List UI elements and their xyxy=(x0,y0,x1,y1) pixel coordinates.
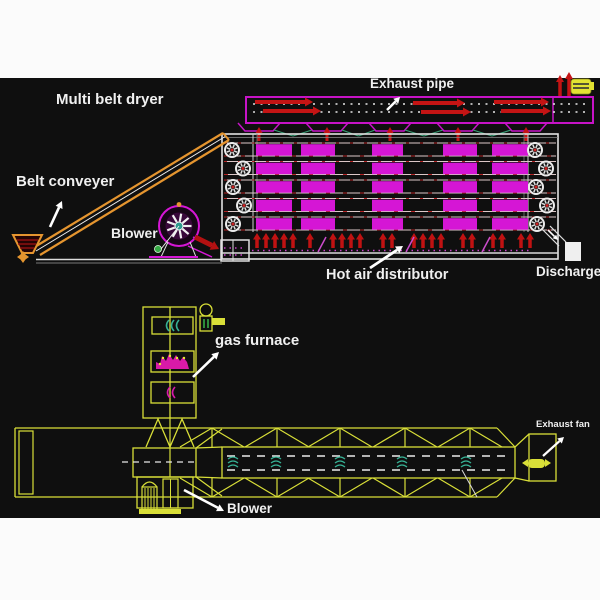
exhaust-pipe-arrow xyxy=(386,97,400,111)
belt-conveyor xyxy=(32,132,230,264)
gas-furnace-arrow xyxy=(192,352,219,378)
belt-conveyer-label: Belt conveyer xyxy=(16,173,115,190)
pipe-connectors xyxy=(237,122,548,141)
blower-top xyxy=(149,202,219,258)
gas-furnace xyxy=(142,306,197,419)
exhaust-pipe-label: Exhaust pipe xyxy=(370,76,455,91)
blower-bottom-arrow xyxy=(183,488,224,512)
belt-pulleys xyxy=(224,142,555,232)
belt-rows xyxy=(224,142,556,231)
blower-inlet-box xyxy=(220,239,250,262)
discharge-label: Discharge xyxy=(536,264,600,279)
hot-air-distributor xyxy=(252,233,534,253)
exhaust-motor-icon xyxy=(570,78,594,95)
hot-air-distributor-label: Hot air distributor xyxy=(326,267,449,283)
feed-hopper xyxy=(11,234,44,263)
exhaust-pipe xyxy=(245,72,594,124)
blower-bottom-assembly xyxy=(136,476,194,514)
burner-attachment-icon xyxy=(199,303,225,332)
belt-conveyer-arrow xyxy=(48,201,63,228)
gas-furnace-label: gas furnace xyxy=(215,332,300,349)
hot-air-arrow xyxy=(369,246,403,270)
exhaust-fan-label: Exhaust fan xyxy=(536,419,590,430)
multi-belt-dryer-title: Multi belt dryer xyxy=(56,91,164,108)
exhaust-fan-assembly xyxy=(514,433,564,482)
discharge-chute xyxy=(542,225,581,261)
hot-air-duct xyxy=(14,427,516,498)
blower-top-label: Blower xyxy=(111,225,158,241)
blower-bottom-label: Blower xyxy=(227,501,273,516)
